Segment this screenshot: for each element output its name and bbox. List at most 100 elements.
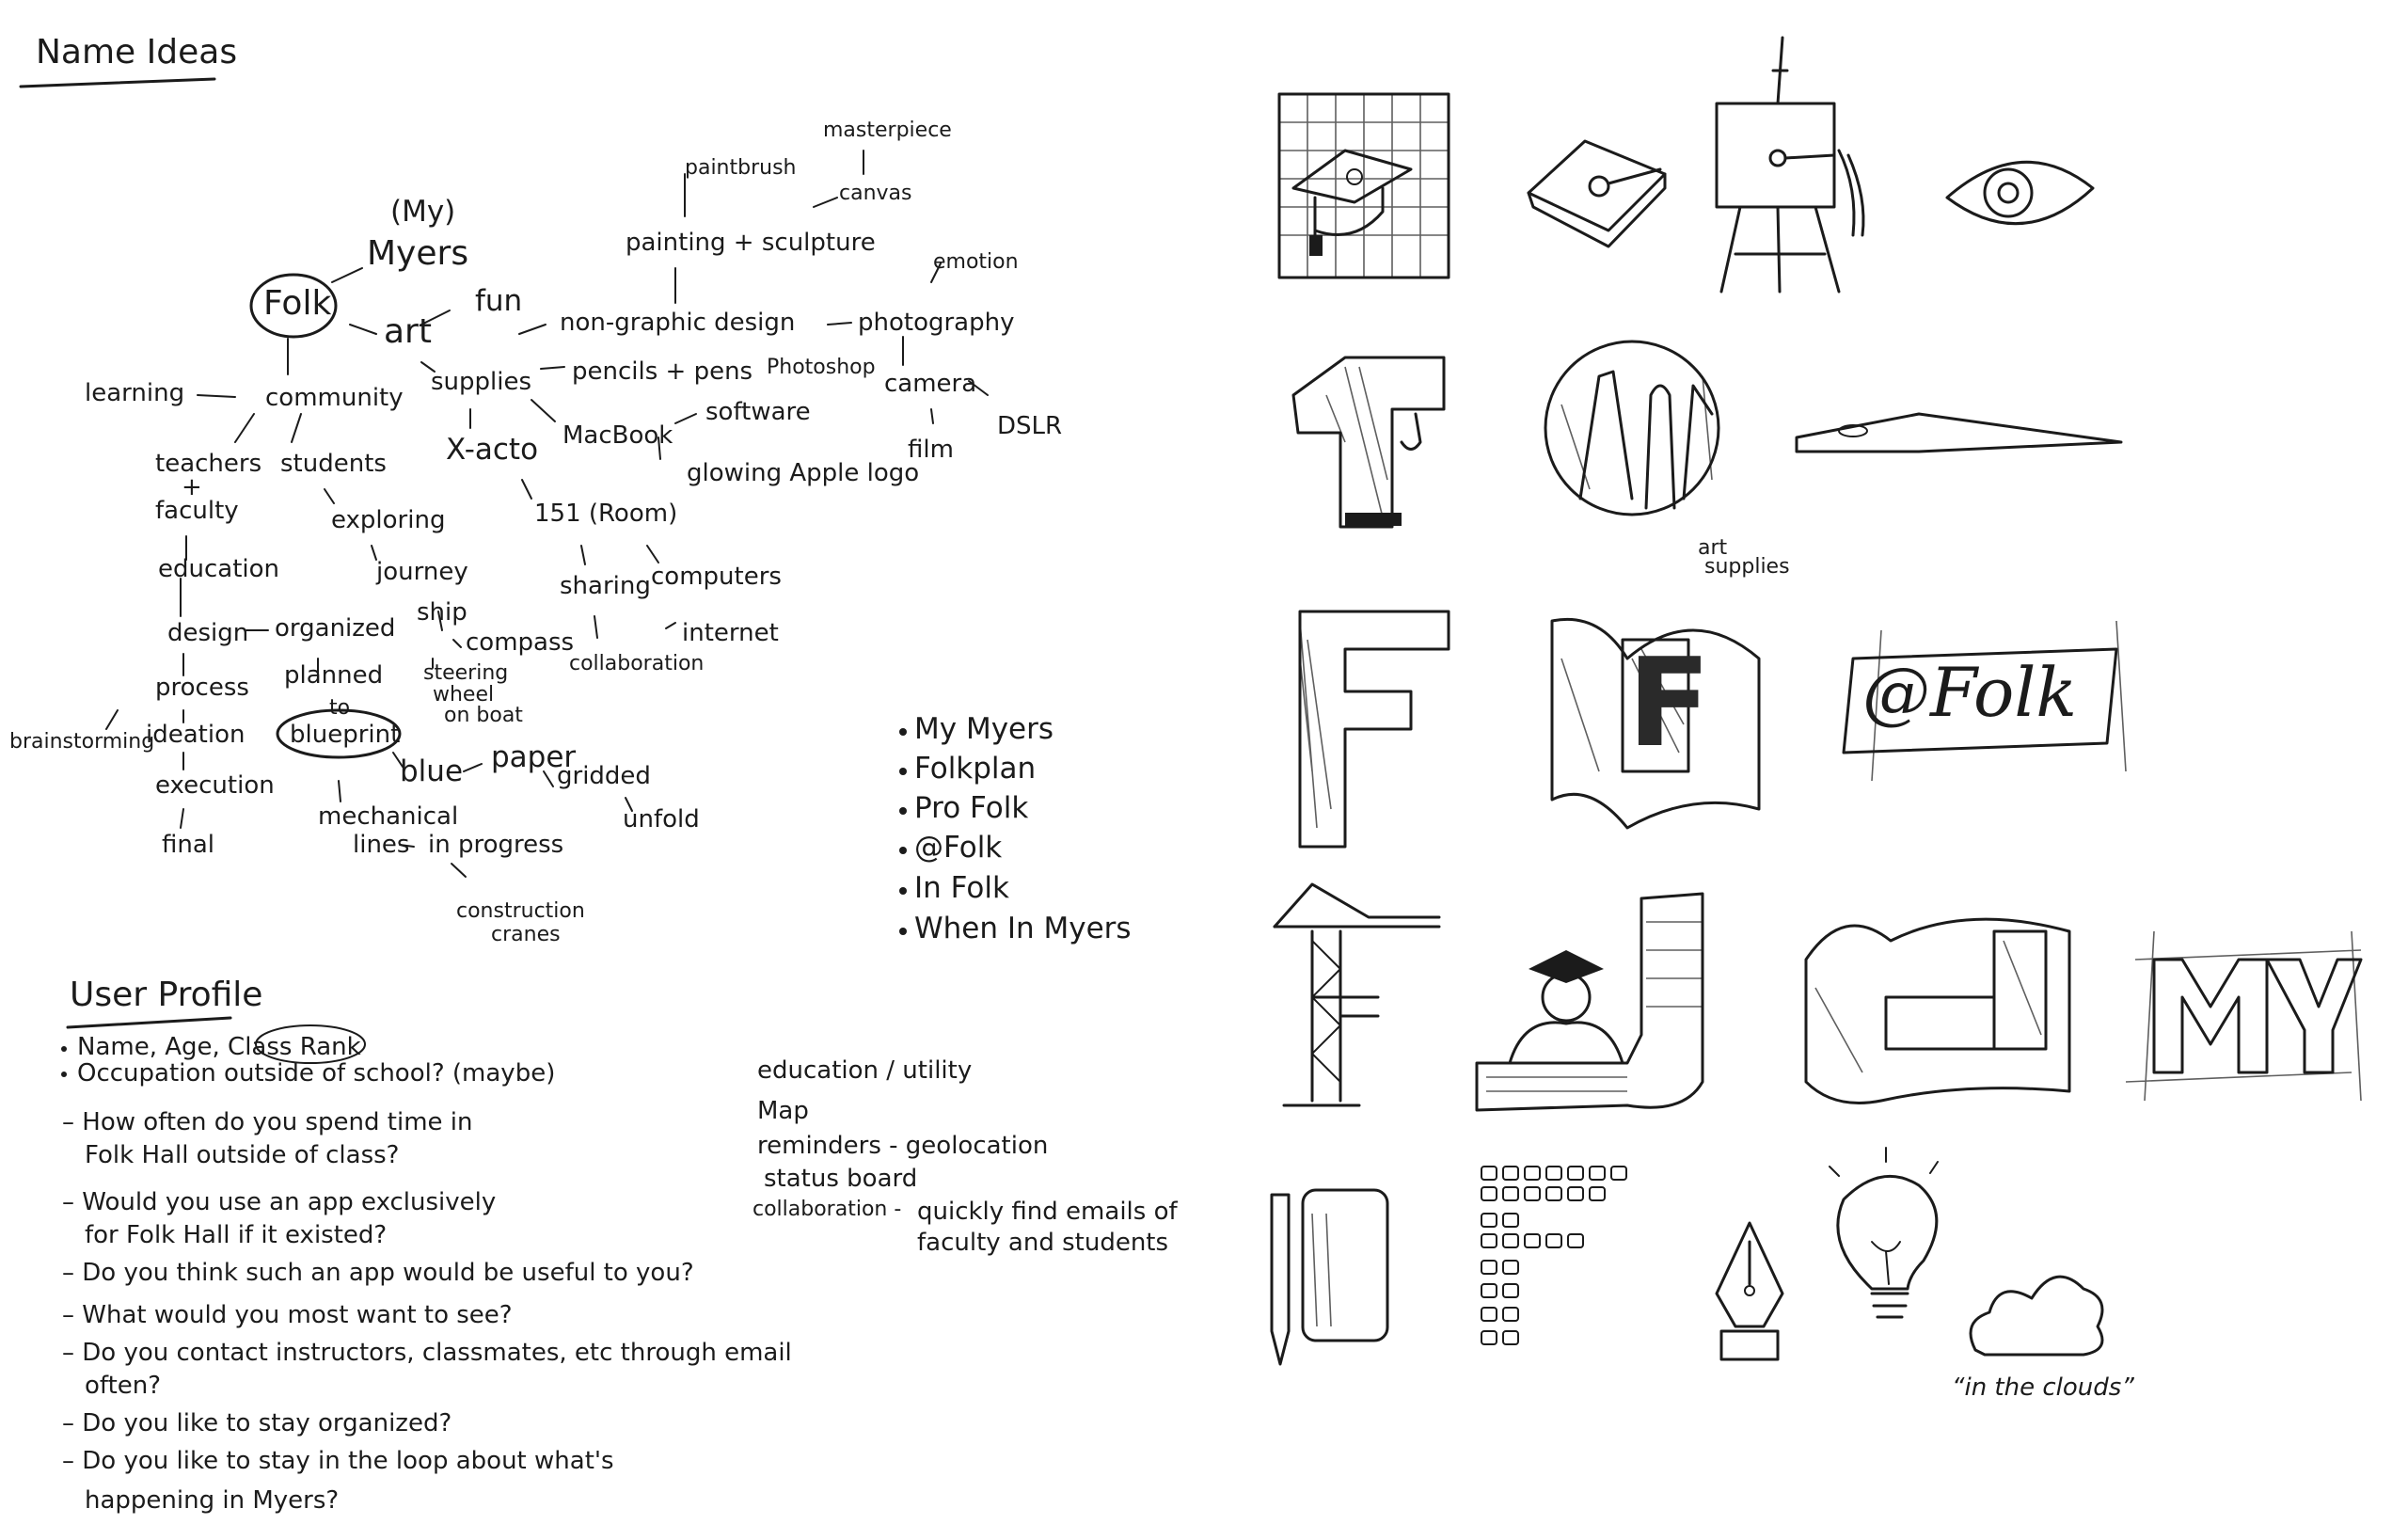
mindmap-paintbrush: paintbrush xyxy=(685,156,797,180)
name-list-item: Folkplan xyxy=(914,752,1037,786)
art-supplies-label-2: supplies xyxy=(1704,555,1790,579)
profile-item: – Do you contact instructors, classmates… xyxy=(62,1339,792,1367)
feature-faculty: faculty and students xyxy=(917,1229,1169,1257)
mindmap-brainstorming: brainstorming xyxy=(9,730,155,754)
mindmap-sharing: sharing xyxy=(560,572,651,600)
dotted-f-icon xyxy=(1481,1166,1627,1345)
mindmap-learning: learning xyxy=(85,379,185,407)
feature-education: education / utility xyxy=(757,1056,973,1085)
feature-map: Map xyxy=(757,1097,809,1125)
mindmap-plus: + xyxy=(182,473,202,501)
art-supplies-label: art xyxy=(1698,536,1728,560)
mindmap-lines: lines xyxy=(353,831,410,859)
mindmap-construction: construction xyxy=(456,899,585,923)
mindmap-cranes: cranes xyxy=(491,923,561,946)
mindmap-photography: photography xyxy=(858,309,1015,337)
mindmap-wheel: wheel xyxy=(433,683,495,706)
mindmap-internet: internet xyxy=(682,619,779,647)
lightbulb-icon xyxy=(1829,1147,1939,1319)
name-list-item: When In Myers xyxy=(914,912,1132,945)
mindmap-education: education xyxy=(158,555,280,583)
mindmap-my: (My) xyxy=(390,195,456,229)
mindmap-computers: computers xyxy=(651,563,782,591)
profile-item-cont: Folk Hall outside of class? xyxy=(85,1141,400,1169)
mindmap-camera: camera xyxy=(884,370,977,398)
mindmap-photoshop: Photoshop xyxy=(767,356,876,379)
mindmap-canvas: canvas xyxy=(839,182,912,205)
mindmap-ideation: ideation xyxy=(146,721,246,749)
mindmap-film: film xyxy=(908,436,954,464)
profile-item: – Do you like to stay in the loop about … xyxy=(62,1447,614,1475)
mindmap-mechanical: mechanical xyxy=(318,802,459,831)
name-ideas-heading: Name Ideas xyxy=(36,33,238,71)
f-flag-letter: F xyxy=(1627,631,1711,774)
name-list-item: In Folk xyxy=(914,871,1009,905)
mindmap-collaboration: collaboration xyxy=(569,652,705,675)
graduate-j-icon xyxy=(1475,892,1704,1112)
name-list-item: @Folk xyxy=(914,831,1003,865)
pen-nib-icon xyxy=(1715,1221,1784,1361)
graduation-cap-grid-icon xyxy=(1277,92,1450,279)
mindmap-emotion: emotion xyxy=(933,250,1019,274)
mindmap-folk: Folk xyxy=(263,284,332,323)
folk-circle xyxy=(249,273,338,339)
mindmap-blue: blue xyxy=(400,754,464,788)
mindmap-unfold: unfold xyxy=(623,805,700,834)
xacto-knife-icon xyxy=(1795,412,2123,453)
crane-f-icon xyxy=(1273,882,1441,1107)
feature-collaboration: collaboration - xyxy=(752,1198,902,1221)
name-ideas-underline xyxy=(19,77,216,88)
user-profile-underline xyxy=(66,1016,232,1029)
f-flag-icon xyxy=(1550,617,1761,830)
feature-status: status board xyxy=(764,1165,918,1193)
user-profile-heading: User Profile xyxy=(70,976,263,1014)
mindmap-design: design xyxy=(167,619,249,647)
feature-reminders: reminders - geolocation xyxy=(757,1132,1049,1160)
mindmap-gridded: gridded xyxy=(557,762,651,790)
mindmap-painting: painting + sculpture xyxy=(626,229,876,257)
profile-item: – Do you think such an app would be usef… xyxy=(62,1259,694,1287)
mindmap-planned: planned xyxy=(284,661,384,690)
easel-icon xyxy=(1715,36,1865,294)
blueprint-circle xyxy=(276,708,402,759)
mindmap-software: software xyxy=(705,398,811,426)
name-list-item: Pro Folk xyxy=(914,791,1029,825)
mindmap-faculty: faculty xyxy=(155,497,239,525)
mindmap-art: art xyxy=(384,312,432,351)
mindmap-glowing-apple: glowing Apple logo xyxy=(687,459,920,487)
tilted-cap-icon xyxy=(1527,139,1667,248)
profile-item: Occupation outside of school? (maybe) xyxy=(77,1059,556,1088)
at-folk-logo-icon xyxy=(1842,620,2127,782)
my-block-icon xyxy=(2125,930,2363,1102)
f-block-icon xyxy=(1298,610,1450,849)
mindmap-dslr: DSLR xyxy=(997,412,1063,440)
mindmap-fun: fun xyxy=(475,284,523,318)
class-rank-circle xyxy=(255,1024,366,1064)
name-list-item: My Myers xyxy=(914,712,1054,746)
eye-icon xyxy=(1945,160,2095,226)
mindmap-compass: compass xyxy=(466,628,575,657)
mindmap-non-graphic: non-graphic design xyxy=(560,309,796,337)
mindmap-process: process xyxy=(155,674,249,702)
profile-item-cont: often? xyxy=(85,1372,162,1400)
in-the-clouds-label: “in the clouds” xyxy=(1952,1373,2134,1402)
banner-j-icon xyxy=(1804,917,2071,1104)
mindmap-x-acto: X-acto xyxy=(446,433,539,467)
construction-f-icon xyxy=(1291,356,1446,529)
mindmap-masterpiece: masterpiece xyxy=(823,119,952,142)
profile-item: – How often do you spend time in xyxy=(62,1108,473,1136)
profile-item: – What would you most want to see? xyxy=(62,1301,513,1329)
mindmap-organized: organized xyxy=(275,614,396,643)
mindmap-steering: steering xyxy=(423,661,509,685)
mindmap-execution: execution xyxy=(155,771,275,800)
mindmap-students: students xyxy=(280,450,387,478)
mindmap-journey: journey xyxy=(376,558,468,586)
mindmap-ship: ship xyxy=(417,598,467,627)
mindmap-in-progress: in progress xyxy=(428,831,564,859)
mindmap-exploring: exploring xyxy=(331,506,446,534)
profile-item: Name, Age, Class Rank xyxy=(77,1033,361,1061)
mindmap-final: final xyxy=(162,831,215,859)
mindmap-room: 151 (Room) xyxy=(534,500,678,528)
